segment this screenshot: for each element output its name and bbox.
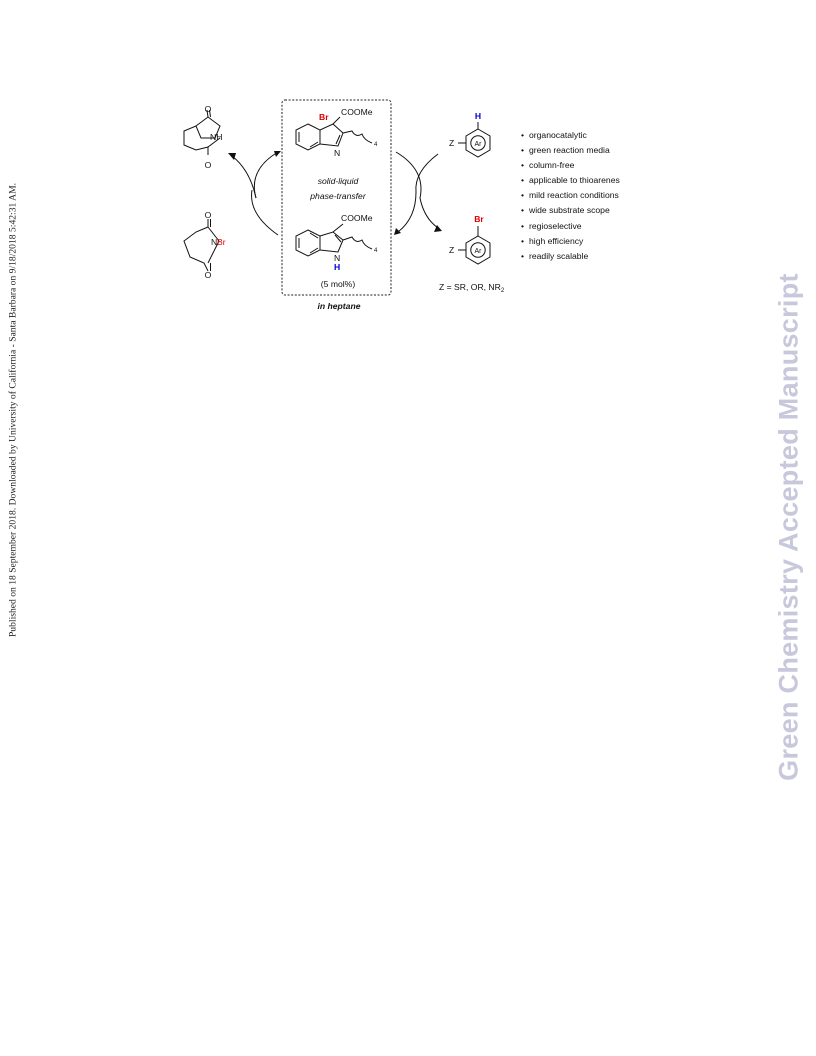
- benefit-item: green reaction media: [521, 143, 620, 158]
- arene-start-structure: [458, 122, 491, 158]
- bromo-indolenine-br: Br: [319, 112, 329, 122]
- benefit-item: high efficiency: [521, 234, 620, 249]
- arene-product-z: Z: [449, 245, 454, 255]
- benefit-item: organocatalytic: [521, 128, 620, 143]
- catalyst-box: [281, 99, 392, 296]
- nbs-o-bottom: O: [205, 270, 212, 280]
- nbs-structure: [183, 219, 220, 272]
- arene-product-ring-label: Ar: [475, 248, 483, 255]
- arene-start-h: H: [475, 111, 481, 121]
- nbs-n: N: [211, 237, 217, 247]
- indole-catalyst-subscript: 4: [374, 248, 378, 254]
- left-cycle-arrows: [228, 151, 281, 236]
- arene-product-structure: [458, 226, 491, 265]
- arene-product-br: Br: [474, 214, 484, 224]
- benefit-item: wide substrate scope: [521, 203, 620, 218]
- benefit-item: applicable to thioarenes: [521, 173, 620, 188]
- indole-catalyst-n: N: [334, 253, 340, 263]
- z-definition: Z = SR, OR, NR2: [439, 282, 505, 294]
- succinimide-o-bottom: O: [205, 160, 212, 170]
- bromo-indolenine-subscript: 4: [374, 142, 378, 148]
- nbs-br: Br: [217, 237, 226, 247]
- benefit-item: mild reaction conditions: [521, 188, 620, 203]
- indole-catalyst-ester: COOMe: [341, 213, 373, 223]
- succinimide-nh: NH: [210, 132, 222, 142]
- download-side-note-text: Published on 18 September 2018. Download…: [7, 182, 19, 638]
- arene-start-ring-label: Ar: [475, 141, 483, 148]
- benefit-item: regioselective: [521, 219, 620, 234]
- succinimide-structure: [183, 109, 221, 155]
- bromo-indolenine-structure: [295, 116, 373, 151]
- watermark-text: Green Chemistry Accepted Manuscript: [773, 273, 804, 781]
- phase-transfer-line1: solid-liquid: [318, 176, 359, 186]
- indole-catalyst-h: H: [334, 262, 340, 272]
- catalyst-loading: (5 mol%): [321, 279, 356, 289]
- nbs-o-top: O: [205, 210, 212, 220]
- benefit-item: column-free: [521, 158, 620, 173]
- graphical-abstract-scheme: O NH O O N Br O: [183, 99, 505, 311]
- right-cycle-arrows: [394, 151, 442, 235]
- download-side-note: Published on 18 September 2018. Download…: [7, 0, 19, 1056]
- bromo-indolenine-ester: COOMe: [341, 107, 373, 117]
- indole-catalyst-structure: [295, 223, 373, 257]
- solvent-label: in heptane: [318, 301, 361, 311]
- benefit-item: readily scalable: [521, 249, 620, 264]
- z-definition-text: Z = SR, OR, NR: [439, 282, 501, 292]
- bromo-indolenine-n: N: [334, 148, 340, 158]
- succinimide-o-top: O: [205, 104, 212, 114]
- phase-transfer-line2: phase-transfer: [309, 191, 367, 201]
- benefits-list: organocatalytic green reaction media col…: [521, 128, 620, 264]
- z-definition-subscript: 2: [501, 288, 505, 294]
- accepted-manuscript-watermark: Green Chemistry Accepted Manuscript: [770, 0, 808, 1056]
- arene-start-z: Z: [449, 138, 454, 148]
